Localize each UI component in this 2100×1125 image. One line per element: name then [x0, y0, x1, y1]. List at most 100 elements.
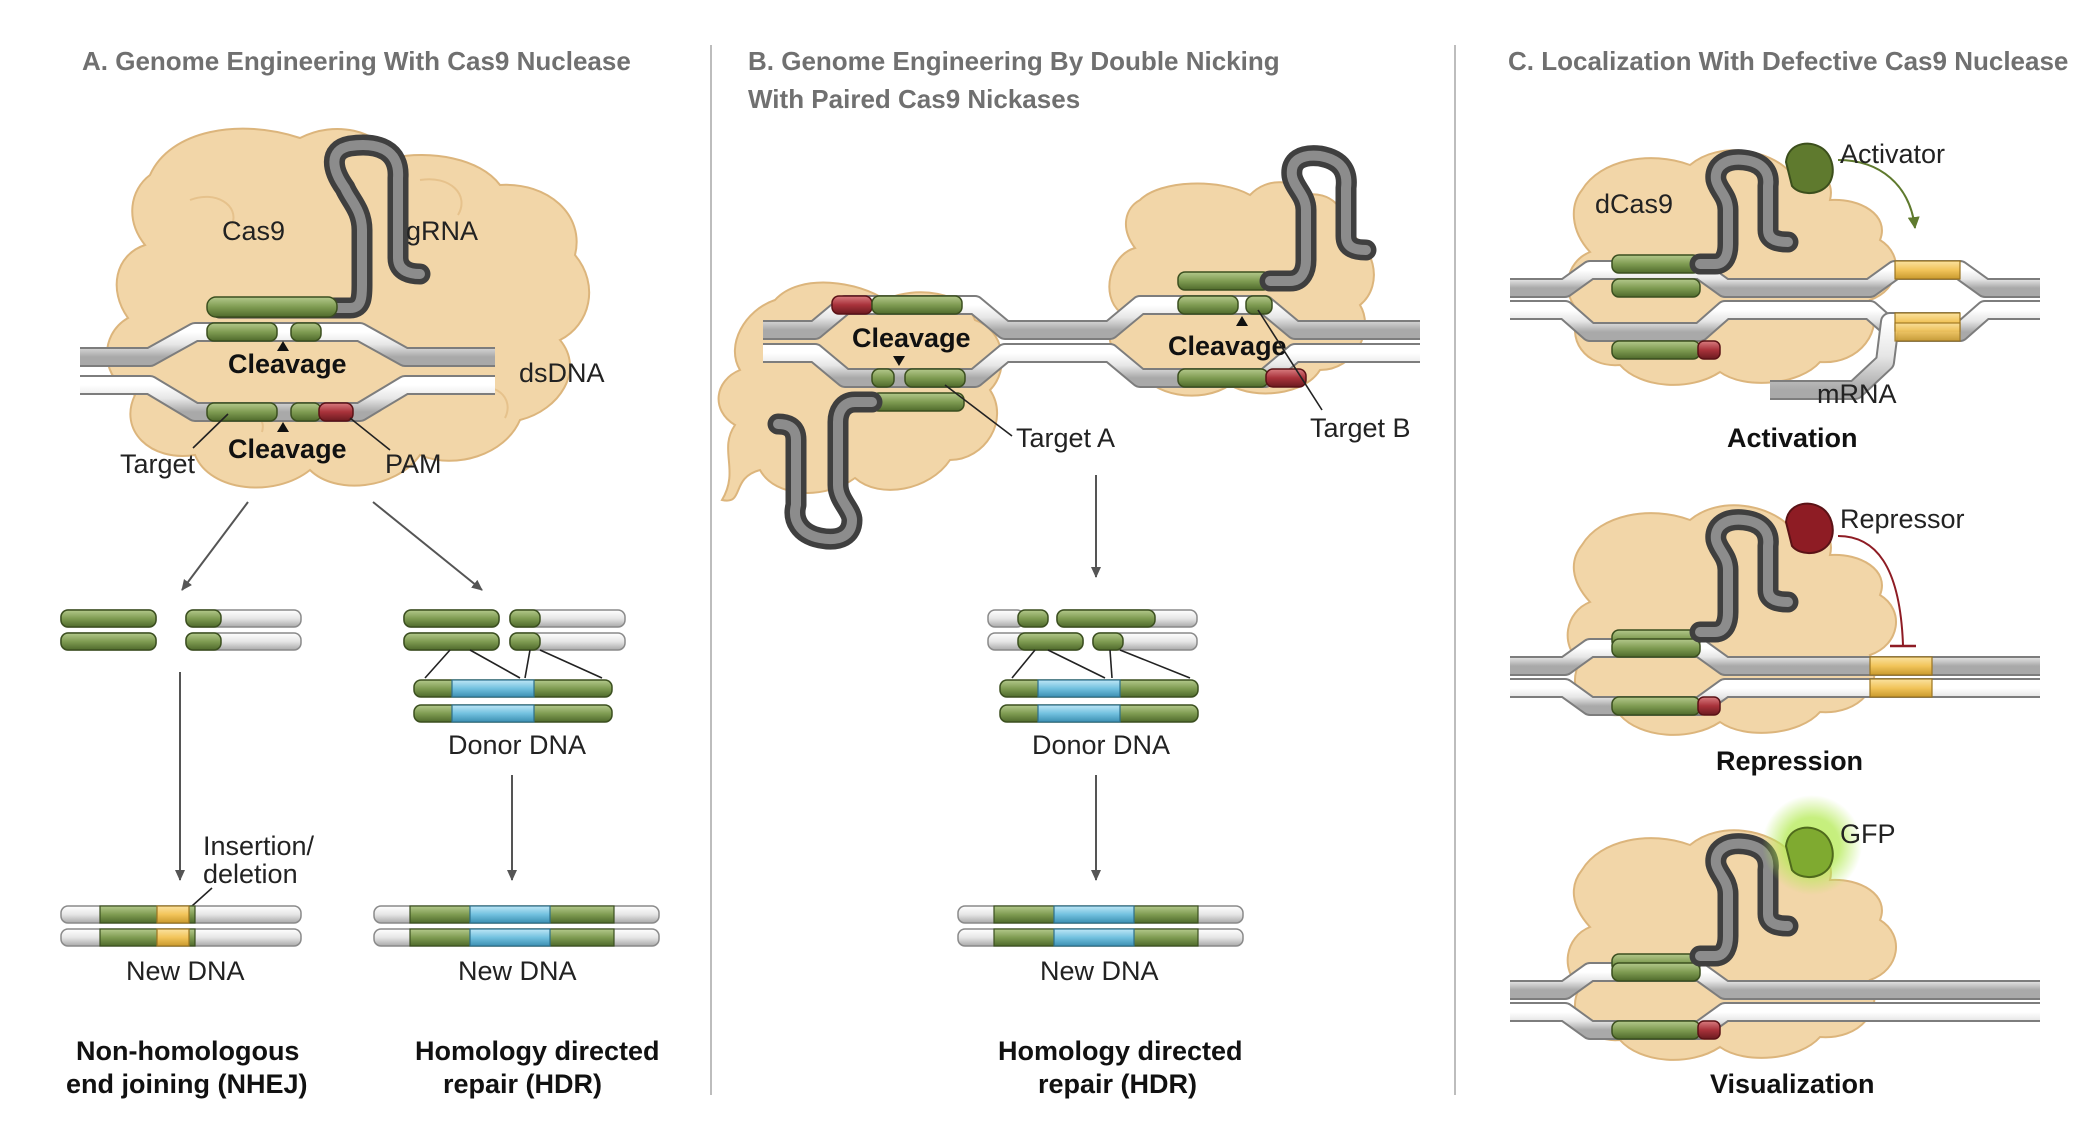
donor-dna-a [413, 679, 613, 723]
pam-leader-line [349, 417, 391, 451]
target-segment-top-left [206, 322, 278, 342]
hdr-new-dna-b [957, 905, 1244, 947]
pam-segment-activation [1697, 340, 1721, 360]
new-dna-label-b: New DNA [1040, 956, 1159, 986]
activation-label: Activation [1727, 423, 1858, 453]
grna-label: gRNA [406, 216, 478, 246]
repression-complex: Repressor Repression [1510, 502, 2040, 776]
nhej-new-dna [60, 905, 302, 947]
pam-segment-visualization [1697, 1020, 1721, 1040]
repressor-inhibition-line [1837, 535, 1904, 646]
cleavage-marker-b-right [1236, 316, 1248, 326]
donor-dna-label-a: Donor DNA [448, 730, 586, 760]
arrow-to-nhej [181, 501, 249, 591]
hdr-label-b-line1: Homology directed [998, 1036, 1243, 1066]
cas9-label: Cas9 [222, 216, 285, 246]
hdr-label-a-line1: Homology directed [415, 1036, 660, 1066]
hdr-broken-dna-b [987, 609, 1198, 651]
panel-b-title-line2: With Paired Cas9 Nickases [748, 84, 1080, 114]
hdr-crossover-lines [424, 649, 603, 679]
nhej-label-line1: Non-homologous [76, 1036, 299, 1066]
pam-segment [318, 402, 354, 422]
panel-b-title-line1: B. Genome Engineering By Double Nicking [748, 46, 1280, 76]
nhej-broken-dna [60, 609, 302, 651]
dcas9-label: dCas9 [1595, 189, 1673, 219]
arrow-to-hdr [372, 501, 483, 591]
target-a-strand-right [904, 368, 966, 388]
hdr-broken-dna [403, 609, 626, 651]
activator-label: Activator [1840, 139, 1945, 169]
target-segment-visualization-top [1611, 962, 1701, 982]
visualization-complex: GFP Visualization [1510, 795, 2040, 1099]
activator-protein [1784, 142, 1834, 194]
gene-segment-activation-bottom [1894, 322, 1961, 342]
activator-arrow [1837, 159, 1920, 229]
target-segment-b-right-bottom [1177, 368, 1269, 388]
target-segment-activation-bottom [1611, 340, 1701, 360]
grna-guide-segment [206, 296, 338, 318]
guide-segment-activation [1611, 254, 1701, 274]
dsdna-label: dsDNA [519, 358, 605, 388]
pam-label: PAM [385, 449, 442, 479]
donor-dna-b [999, 679, 1199, 723]
repressor-protein [1784, 502, 1834, 554]
gfp-label: GFP [1840, 819, 1896, 849]
visualization-label: Visualization [1710, 1069, 1875, 1099]
cleavage-label-b-left: Cleavage [852, 323, 971, 353]
cleavage-label-b-right: Cleavage [1168, 331, 1287, 361]
cleavage-label-bottom: Cleavage [228, 434, 347, 464]
target-segment-activation-top [1611, 278, 1701, 298]
panel-c-title: C. Localization With Defective Cas9 Nucl… [1508, 46, 2068, 76]
insertion-label: Insertion/ [203, 831, 315, 861]
panel-a: Cas9 gRNA Cleavage Cleavage dsDNA Target… [60, 127, 660, 1099]
target-segment-repression-bottom [1611, 696, 1701, 716]
gfp-protein [1784, 826, 1834, 878]
target-segment-top-right [290, 322, 322, 342]
target-b-label: Target B [1310, 413, 1411, 443]
pam-segment-repression [1697, 696, 1721, 716]
hdr-new-dna-a [373, 905, 660, 947]
new-dna-label-nhej: New DNA [126, 956, 245, 986]
mrna-label: mRNA [1817, 379, 1897, 409]
target-segment-repression-top [1611, 638, 1701, 658]
target-b-strand-left [1177, 295, 1239, 315]
target-a-label: Target A [1016, 423, 1115, 453]
target-label: Target [120, 449, 196, 479]
cleavage-marker-bottom [277, 422, 289, 432]
panel-c: dCas9 Activator mRNA Activation Represso… [1510, 139, 2040, 1099]
target-b-strand-right [1245, 295, 1273, 315]
pam-segment-b-right [1265, 368, 1307, 388]
target-segment-visualization-bottom [1611, 1020, 1701, 1040]
target-segment-b-left-top [871, 295, 963, 315]
guide-segment-b-left [871, 392, 965, 412]
cleavage-marker-top [277, 341, 289, 351]
dna-c-activation-bottom [1510, 302, 2040, 340]
pam-segment-b-left [831, 295, 873, 315]
repressor-label: Repressor [1840, 504, 1965, 534]
cleavage-label-top: Cleavage [228, 349, 347, 379]
target-a-strand-left [871, 368, 895, 388]
panel-b: Cleavage Cleavage Target A Target B [717, 145, 1420, 1099]
dna-c-activation-top [1510, 262, 2040, 296]
deletion-label: deletion [203, 859, 298, 889]
new-dna-label-hdr-a: New DNA [458, 956, 577, 986]
guide-segment-b-right [1177, 271, 1271, 291]
gene-segment-repression-top [1869, 656, 1933, 676]
target-segment-bottom-left [206, 402, 278, 422]
gene-segment-repression-bottom [1869, 678, 1933, 698]
donor-dna-label-b: Donor DNA [1032, 730, 1170, 760]
hdr-crossover-lines-b [1011, 649, 1191, 679]
gene-segment-activation-top [1894, 260, 1961, 280]
panel-a-title: A. Genome Engineering With Cas9 Nuclease [82, 46, 631, 76]
target-b-leader-line [1257, 309, 1323, 411]
target-segment-bottom-right [290, 402, 322, 422]
nhej-label-line2: end joining (NHEJ) [66, 1069, 307, 1099]
activation-complex: dCas9 Activator mRNA Activation [1510, 139, 2040, 453]
repression-label: Repression [1716, 746, 1863, 776]
cleavage-marker-b-left [893, 356, 905, 366]
target-leader-line [192, 413, 229, 449]
hdr-label-a-line2: repair (HDR) [443, 1069, 602, 1099]
hdr-label-b-line2: repair (HDR) [1038, 1069, 1197, 1099]
target-a-leader-line [944, 384, 1013, 437]
